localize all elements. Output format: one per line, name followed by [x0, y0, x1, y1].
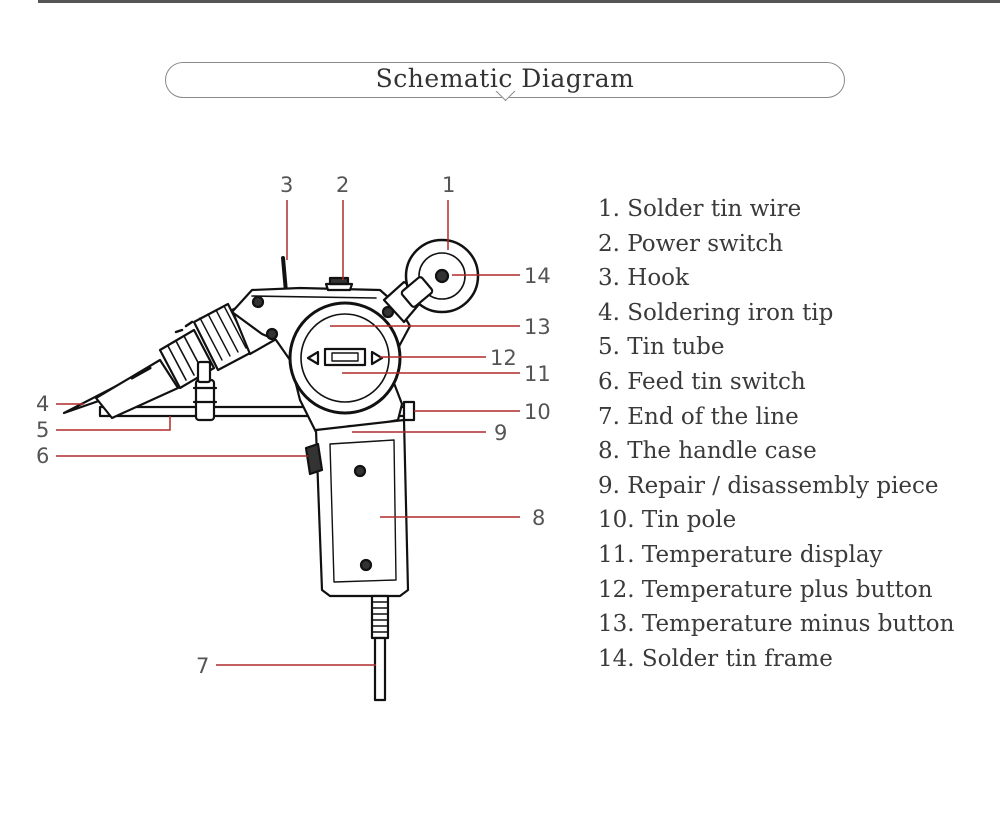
tip-clamp	[192, 360, 218, 422]
screw	[265, 327, 279, 341]
callout-13: 13	[524, 315, 551, 339]
callout-6: 6	[36, 444, 49, 468]
callout-14: 14	[524, 264, 551, 288]
page-title: Schematic Diagram	[375, 64, 635, 93]
temperature-dial	[288, 301, 402, 415]
cable	[370, 594, 390, 702]
legend-item: 10. Tin pole	[598, 507, 737, 534]
callout-4: 4	[36, 392, 49, 416]
leader-lines	[56, 200, 520, 666]
legend-item: 8. The handle case	[598, 438, 817, 465]
callout-11: 11	[524, 362, 551, 386]
callout-12: 12	[490, 346, 517, 370]
screw	[381, 305, 395, 319]
legend-item: 1. Solder tin wire	[598, 196, 802, 222]
legend-item: 13. Temperature minus button	[598, 611, 955, 638]
callout-9: 9	[494, 421, 507, 445]
callout-2: 2	[336, 173, 349, 197]
screw	[251, 295, 265, 309]
legend-item: 14. Solder tin frame	[598, 645, 833, 672]
callout-7: 7	[196, 654, 209, 678]
legend-item: 5. Tin tube	[598, 334, 725, 361]
callout-5: 5	[36, 418, 49, 442]
legend-item: 7. End of the line	[598, 403, 799, 430]
legend-item: 12. Temperature plus button	[598, 576, 933, 603]
legend-item: 11. Temperature display	[598, 541, 883, 568]
legend-item: 3. Hook	[598, 265, 689, 292]
legend-item: 4. Soldering iron tip	[598, 299, 834, 326]
callout-1: 1	[442, 173, 455, 197]
legend-item: 6. Feed tin switch	[598, 368, 806, 395]
callout-10: 10	[524, 400, 551, 424]
top-divider	[38, 0, 1000, 3]
handle-case	[304, 418, 410, 598]
legend-item: 2. Power switch	[598, 230, 784, 257]
callout-8: 8	[532, 506, 545, 530]
parts-legend: 1. Solder tin wire 2. Power switch 3. Ho…	[598, 192, 954, 676]
legend-item: 9. Repair / disassembly piece	[598, 472, 939, 499]
callout-3: 3	[280, 173, 293, 197]
solder-spool	[382, 238, 480, 324]
